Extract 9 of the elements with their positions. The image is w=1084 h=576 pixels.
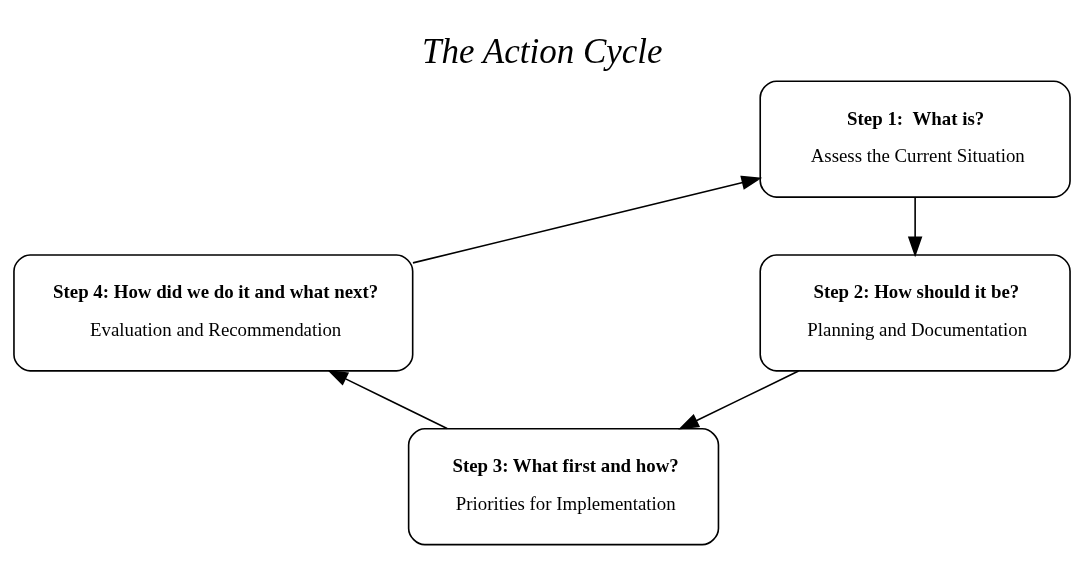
node-box: Step 4: How did we do it and what next? Evaluation and Recommendation bbox=[13, 254, 414, 372]
node-box: Step 2: How should it be? Planning and Documentation bbox=[759, 254, 1071, 372]
node-box: Step 1: What is? Assess the Current Situation bbox=[759, 80, 1071, 198]
arrow bbox=[412, 175, 763, 264]
diagram-title: The Action Cycle bbox=[422, 32, 663, 72]
arrow bbox=[907, 196, 923, 258]
arrow bbox=[327, 369, 448, 430]
arrow bbox=[678, 370, 800, 430]
node-box: Step 3: What first and how? Priorities for Implementation bbox=[407, 427, 720, 546]
